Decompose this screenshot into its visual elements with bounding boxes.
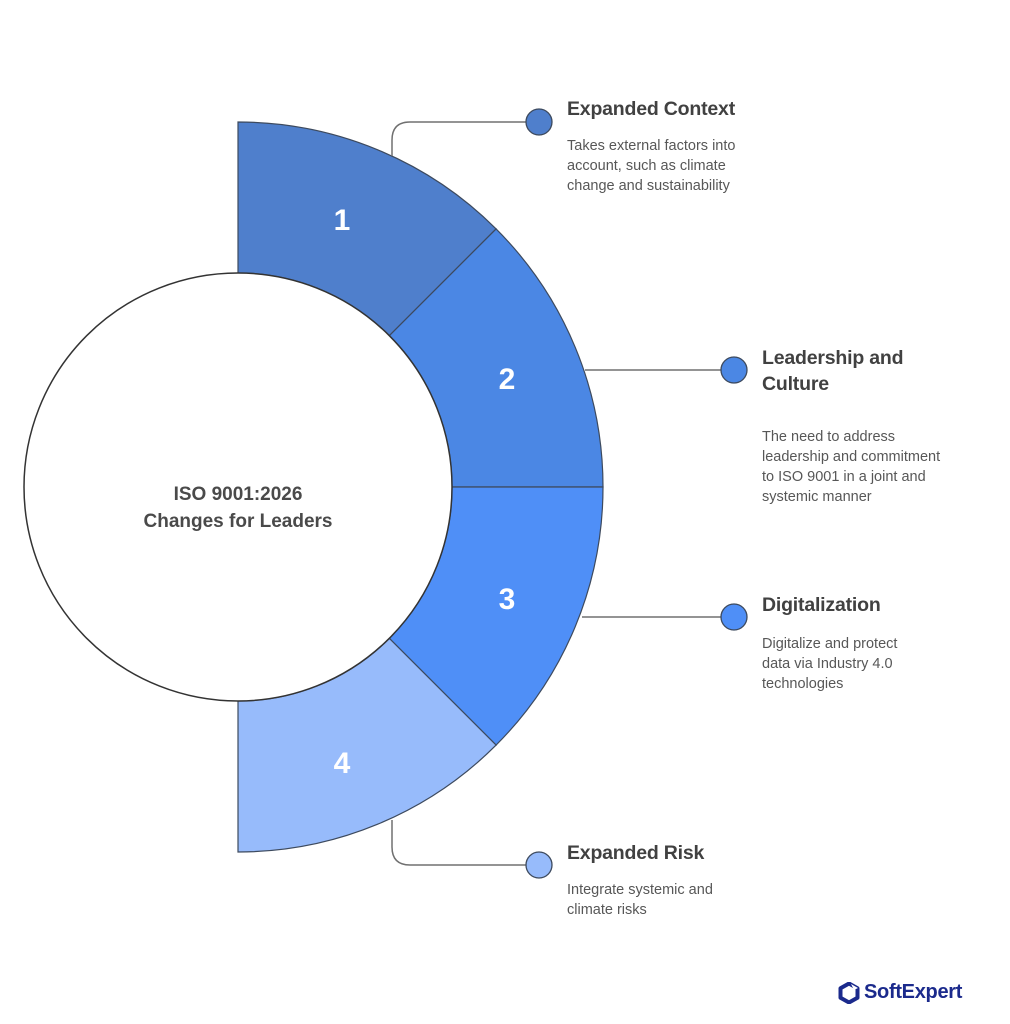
dot-2 (720, 356, 748, 384)
item-description: Digitalize and protect data via Industry… (762, 636, 898, 692)
item-description: Takes external factors into account, suc… (567, 138, 736, 194)
item-expanded-risk: Expanded Risk Integrate systemic and cli… (567, 840, 767, 920)
item-leadership-culture: Leadership and Culture The need to addre… (762, 345, 962, 507)
connector-4 (391, 820, 526, 866)
center-title-line-1: ISO 9001:2026 (174, 484, 303, 505)
item-description: Integrate systemic and climate risks (567, 882, 713, 918)
segment-number-2: 2 (499, 363, 516, 396)
item-description: The need to address leadership and commi… (762, 429, 941, 505)
softexpert-logo: SoftExpert (838, 981, 962, 1004)
segment-number-3: 3 (499, 583, 516, 616)
segment-number-4: 4 (334, 747, 351, 780)
item-title: Digitalization (762, 594, 881, 616)
item-expanded-context: Expanded Context Takes external factors … (567, 96, 777, 196)
dot-4 (525, 851, 553, 879)
center-circle (23, 272, 453, 702)
item-title: Expanded Risk (567, 842, 705, 864)
item-title: Expanded Context (567, 98, 735, 120)
logo-text: SoftExpert (864, 981, 963, 1003)
softexpert-hexagon-icon (838, 981, 860, 1004)
connector-1 (391, 121, 526, 156)
segment-number-1: 1 (334, 204, 351, 237)
item-digitalization: Digitalization Digitalize and protect da… (762, 592, 962, 694)
center-title-line-2: Changes for Leaders (144, 511, 333, 532)
item-title: Leadership and Culture (762, 347, 904, 395)
dot-3 (720, 603, 748, 631)
dot-1 (525, 108, 553, 136)
